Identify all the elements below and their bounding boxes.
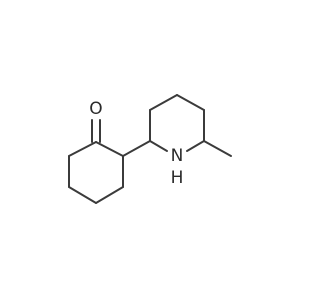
bond-c1-c2 [68,141,97,157]
bond-c4p-c5p [176,94,205,111]
molecule-diagram: O N H [68,94,232,204]
nitrogen-label: N [171,146,184,166]
piperidine-ring [149,94,205,152]
carbonyl-double-bond [91,119,101,143]
bond-c3p-c4p [149,94,178,111]
bond-c3-c4 [68,186,97,204]
bond-c6-c2prime [122,140,151,157]
bond-n-c2p [149,140,168,152]
bond-c6p-methyl [203,140,232,157]
hydrogen-label: H [171,168,184,188]
bond-c6p-n [186,140,205,152]
bond-c6-c1 [95,141,124,157]
oxygen-label: O [89,99,102,119]
cyclohexanone-ring [68,141,124,204]
bond-c4-c5 [95,186,124,204]
